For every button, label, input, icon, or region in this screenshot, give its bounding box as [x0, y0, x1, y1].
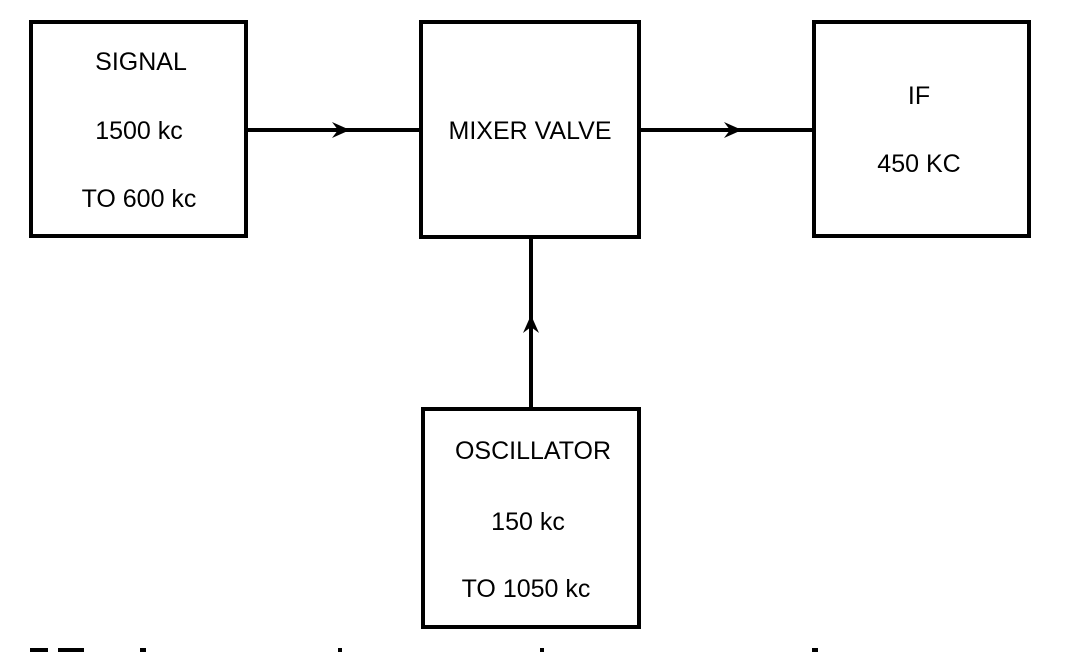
oscillator-label: OSCILLATOR — [454, 437, 612, 465]
mixer-valve-block — [419, 20, 641, 239]
signal-frequency-start: 1500 kc — [95, 117, 183, 145]
if-label: IF — [907, 82, 931, 110]
signal-block — [29, 20, 248, 238]
if-block — [812, 20, 1031, 238]
cut-off-text-fragment — [30, 648, 48, 652]
signal-frequency-end: TO 600 kc — [81, 185, 197, 213]
cut-off-text-fragment — [540, 648, 544, 652]
signal-to-mixer-line — [247, 128, 420, 132]
arrow-right-icon — [724, 122, 742, 138]
cut-off-text-fragment — [812, 648, 818, 652]
cut-off-text-fragment — [58, 648, 84, 652]
mixer-valve-label: MIXER VALVE — [448, 117, 612, 145]
arrow-up-icon — [523, 315, 539, 333]
signal-label: SIGNAL — [95, 48, 187, 76]
mixer-to-if-line — [640, 128, 813, 132]
cut-off-text-fragment — [338, 648, 342, 652]
oscillator-frequency-start: 150 kc — [491, 508, 565, 536]
cut-off-text-fragment — [140, 648, 146, 652]
arrow-right-icon — [332, 122, 350, 138]
oscillator-block — [421, 407, 641, 629]
if-frequency: 450 KC — [877, 150, 961, 178]
oscillator-frequency-end: TO 1050 kc — [461, 575, 591, 603]
